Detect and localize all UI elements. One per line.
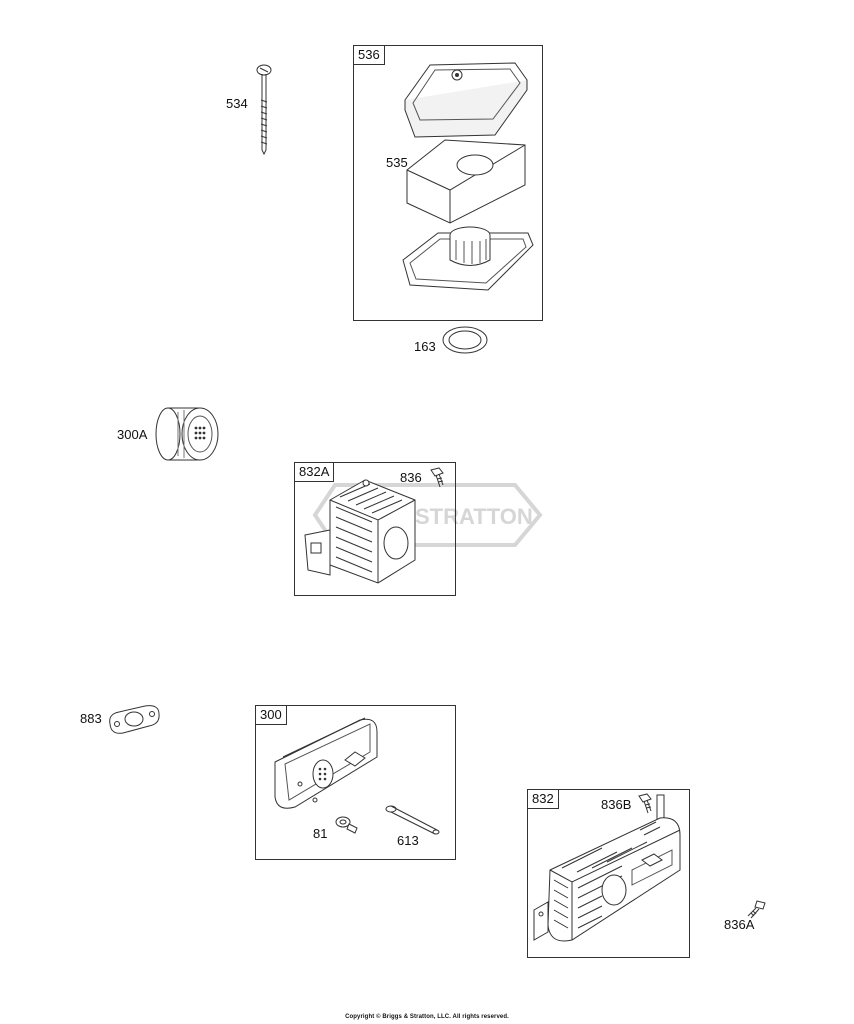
kit-box-832: 832: [527, 789, 690, 958]
gasket-883-drawing: [109, 705, 160, 734]
copyright-footer: Copyright © Briggs & Stratton, LLC. All …: [345, 1014, 509, 1020]
air-filter-element-drawing: [406, 139, 526, 224]
callout-81: 81: [313, 826, 328, 841]
watermark-text: STRATTON: [415, 504, 533, 529]
muffler-guard-832A-drawing: [304, 479, 416, 584]
kit-tag-536: 536: [353, 45, 385, 65]
gasket-163-drawing: [442, 326, 488, 354]
washer-81-drawing: [335, 816, 358, 834]
callout-836: 836: [400, 470, 422, 485]
muffler-guard-832-drawing: [533, 794, 681, 942]
callout-613: 613: [397, 833, 419, 848]
screw-534-drawing: [256, 64, 272, 156]
screw-836-drawing: [430, 467, 444, 488]
kit-box-536: 536: [353, 45, 543, 321]
callout-163: 163: [414, 339, 436, 354]
callout-300A: 300A: [117, 427, 148, 442]
air-cleaner-base-drawing: [402, 226, 534, 291]
kit-tag-832: 832: [527, 789, 559, 809]
kit-tag-300: 300: [255, 705, 287, 725]
kit-tag-832A: 832A: [294, 462, 335, 482]
callout-883: 883: [80, 711, 102, 726]
screw-836A-drawing: [747, 900, 766, 919]
kit-box-832A: 832A: [294, 462, 456, 596]
muffler-300-drawing: [274, 717, 378, 809]
kit-box-300: 300: [255, 705, 456, 860]
screw-836B-drawing: [638, 793, 652, 814]
callout-836B: 836B: [601, 797, 632, 812]
callout-535: 535: [386, 155, 408, 170]
air-cleaner-cover-drawing: [404, 62, 528, 138]
callout-534: 534: [226, 96, 248, 111]
callout-836A: 836A: [724, 917, 755, 932]
stud-613-drawing: [385, 805, 440, 835]
muffler-300A-drawing: [155, 407, 219, 461]
